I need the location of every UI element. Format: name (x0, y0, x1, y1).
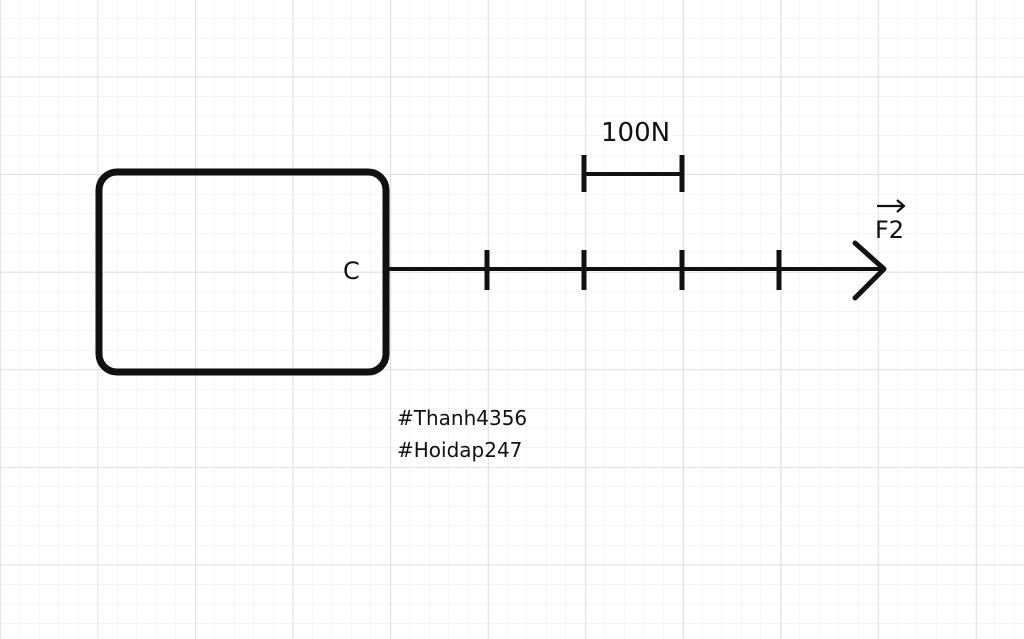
force-arrowhead (852, 240, 887, 301)
tag-line: #Hoidap247 (397, 438, 522, 462)
tag-line: #Thanh4356 (397, 406, 527, 430)
point-label: C (343, 257, 360, 285)
object-box (95, 168, 390, 376)
vector-arrow-icon-head (896, 199, 906, 213)
force-label: F2 (875, 216, 904, 244)
scale-label: 100N (601, 118, 670, 148)
